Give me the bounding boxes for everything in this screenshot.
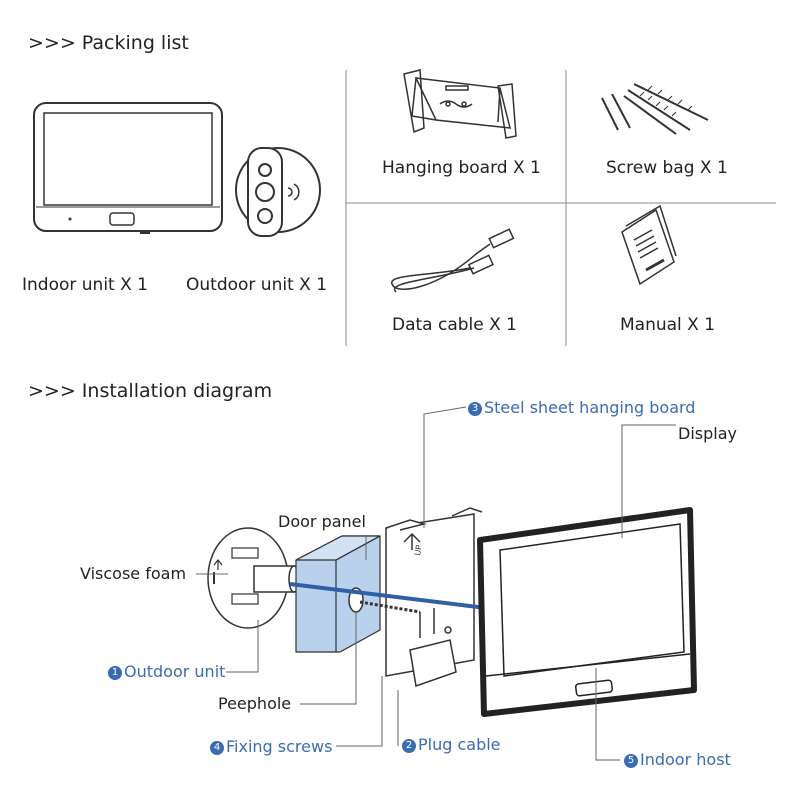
door-panel-label: Door panel — [278, 512, 366, 531]
svg-text:UP: UP — [413, 544, 424, 556]
screw-bag-icon — [601, 83, 709, 135]
peephole-label: Peephole — [218, 694, 292, 713]
data-cable-label: Data cable X 1 — [392, 315, 518, 335]
door-panel-drawing — [295, 535, 381, 653]
step-2-badge: 2 — [402, 739, 416, 753]
plug-cable-text: Plug cable — [418, 735, 501, 754]
outdoor-unit-drawing — [207, 527, 300, 629]
manual-icon — [621, 204, 677, 286]
indoor-host-text: Indoor host — [640, 750, 731, 769]
packing-list-title: >>> Packing list — [28, 32, 189, 54]
step-1-badge: 1 — [108, 666, 122, 680]
outdoor-unit-text: Outdoor unit — [124, 662, 226, 681]
fixing-screws-text: Fixing screws — [226, 737, 333, 756]
indoor-unit-label: Indoor unit X 1 — [22, 275, 148, 295]
indoor-unit-icon — [33, 102, 223, 234]
data-cable-icon — [391, 228, 515, 293]
steel-board-drawing: UP — [385, 507, 483, 688]
leader-lines — [196, 406, 676, 761]
step-3-badge: 3 — [468, 402, 482, 416]
plug-cable-drawing — [289, 582, 487, 614]
step-4-badge: 4 — [210, 741, 224, 755]
indoor-host-drawing — [477, 507, 697, 717]
step-5-badge: 5 — [624, 754, 638, 768]
installation-title: >>> Installation diagram — [28, 380, 273, 402]
packing-grid — [345, 70, 776, 346]
screw-bag-label: Screw bag X 1 — [606, 158, 728, 178]
hanging-board-label: Hanging board X 1 — [382, 158, 541, 178]
outdoor-unit-label: Outdoor unit X 1 — [186, 275, 328, 295]
display-label: Display — [678, 424, 737, 443]
viscose-foam-label: Viscose foam — [80, 564, 187, 583]
manual-label: Manual X 1 — [620, 315, 716, 335]
steel-board-text: Steel sheet hanging board — [484, 398, 696, 417]
hanging-board-icon — [403, 69, 517, 139]
outdoor-unit-icon — [235, 147, 321, 237]
